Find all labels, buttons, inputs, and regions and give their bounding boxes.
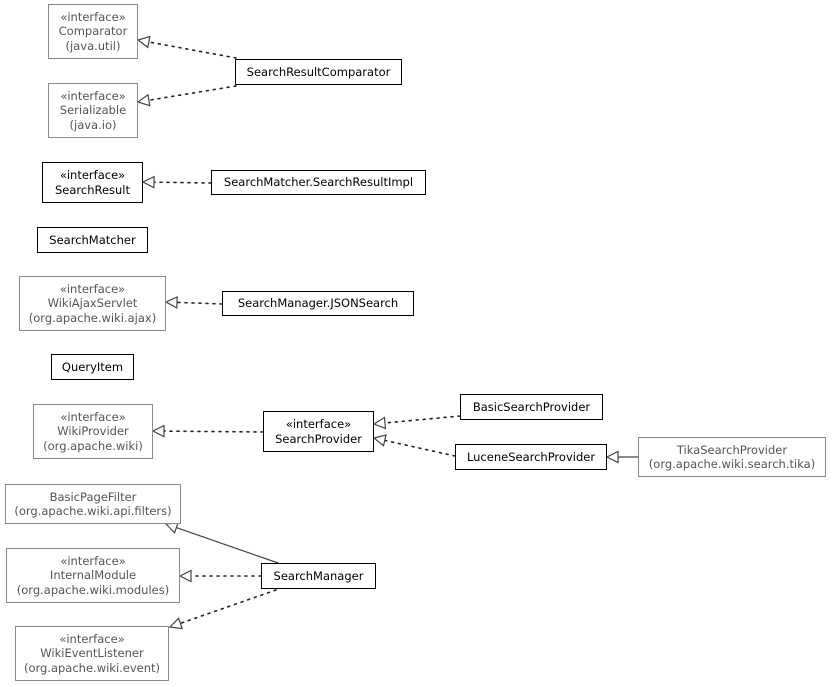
node-search-result[interactable]: «interface» SearchResult — [42, 162, 143, 203]
class-name: BasicPageFilter — [49, 489, 137, 504]
class-name: LuceneSearchProvider — [466, 449, 596, 464]
stereotype-label: «interface» — [285, 417, 352, 431]
class-name: WikiAjaxServlet — [47, 296, 138, 311]
node-lucene-search-provider[interactable]: LuceneSearchProvider — [455, 444, 607, 470]
class-name: BasicSearchProvider — [472, 399, 591, 414]
node-search-provider[interactable]: «interface» SearchProvider — [263, 411, 374, 452]
node-basic-page-filter[interactable]: BasicPageFilter (org.apache.wiki.api.fil… — [5, 484, 181, 524]
node-wiki-event-listener[interactable]: «interface» WikiEventListener (org.apach… — [15, 626, 169, 681]
class-name: Comparator — [58, 24, 128, 39]
generalization-edge — [164, 521, 279, 564]
class-name: QueryItem — [61, 359, 124, 374]
node-serializable[interactable]: «interface» Serializable (java.io) — [48, 83, 138, 138]
package-label: (org.apache.wiki.api.filters) — [14, 504, 172, 518]
hollow-arrowhead-icon — [136, 35, 151, 49]
class-name: SearchMatcher.SearchResultImpl — [223, 175, 414, 190]
edge-line — [176, 301, 223, 305]
node-basic-search-provider[interactable]: BasicSearchProvider — [460, 394, 603, 420]
stereotype-label: «interface» — [59, 168, 126, 182]
edge-line — [153, 181, 212, 184]
package-label: (org.apache.wiki) — [43, 438, 143, 453]
node-internal-module[interactable]: «interface» InternalModule (org.apache.w… — [6, 548, 180, 603]
realization-edge — [168, 589, 277, 630]
node-wiki-provider[interactable]: «interface» WikiProvider (org.apache.wik… — [33, 404, 153, 459]
class-name: WikiEventListener — [40, 646, 144, 661]
class-name: SearchResultComparator — [246, 64, 391, 79]
stereotype-label: «interface» — [60, 553, 126, 568]
class-name: SearchProvider — [275, 431, 362, 446]
node-search-result-comparator[interactable]: SearchResultComparator — [235, 59, 402, 85]
node-search-matcher[interactable]: SearchMatcher — [37, 227, 148, 253]
realization-edge — [178, 569, 262, 583]
package-label: (java.util) — [65, 38, 121, 53]
class-name: Serializable — [59, 103, 127, 118]
realization-edge — [164, 295, 223, 309]
hollow-arrowhead-icon — [136, 93, 151, 107]
stereotype-label: «interface» — [60, 88, 126, 103]
class-name: SearchResult — [54, 182, 131, 197]
realization-edge — [141, 175, 212, 189]
node-search-manager[interactable]: SearchManager — [261, 563, 376, 589]
hollow-arrowhead-icon — [372, 416, 387, 430]
edge-line — [179, 589, 277, 625]
package-label: (org.apache.wiki.modules) — [16, 582, 170, 597]
hollow-arrowhead-icon — [178, 569, 192, 583]
node-tika-search-provider[interactable]: TikaSearchProvider (org.apache.wiki.sear… — [638, 437, 826, 477]
node-json-search[interactable]: SearchManager.JSONSearch — [222, 291, 414, 316]
edge-line — [163, 430, 264, 433]
realization-edge — [151, 424, 264, 438]
node-search-result-impl[interactable]: SearchMatcher.SearchResultImpl — [211, 170, 426, 195]
package-label: (java.io) — [69, 117, 117, 132]
hollow-arrowhead-icon — [605, 450, 619, 464]
package-label: (org.apache.wiki.ajax) — [28, 310, 157, 325]
realization-edge — [136, 85, 237, 107]
class-name: SearchMatcher — [49, 232, 136, 247]
stereotype-label: «interface» — [59, 631, 125, 646]
class-name: SearchManager.JSONSearch — [237, 296, 399, 311]
edge-line — [384, 415, 461, 424]
node-query-item[interactable]: QueryItem — [51, 354, 134, 380]
realization-edge — [372, 415, 461, 430]
hollow-arrowhead-icon — [168, 617, 184, 630]
edge-line — [148, 85, 237, 102]
edge-line — [383, 439, 456, 457]
generalization-edge — [605, 450, 639, 464]
stereotype-label: «interface» — [60, 409, 126, 424]
hollow-arrowhead-icon — [141, 175, 155, 189]
class-name: InternalModule — [49, 568, 137, 583]
edge-line — [148, 41, 237, 59]
edge-line — [175, 527, 279, 564]
node-comparator[interactable]: «interface» Comparator (java.util) — [48, 4, 138, 59]
hollow-arrowhead-icon — [151, 424, 165, 438]
realization-edge — [372, 434, 456, 457]
class-name: WikiProvider — [57, 424, 129, 439]
class-name: TikaSearchProvider — [676, 442, 788, 457]
package-label: (org.apache.wiki.event) — [23, 660, 161, 675]
node-wiki-ajax-servlet[interactable]: «interface» WikiAjaxServlet (org.apache.… — [19, 276, 166, 331]
stereotype-label: «interface» — [59, 281, 126, 296]
class-name: SearchManager — [273, 568, 364, 583]
hollow-arrowhead-icon — [372, 434, 387, 447]
hollow-arrowhead-icon — [164, 295, 178, 309]
package-label: (org.apache.wiki.search.tika) — [648, 457, 816, 471]
realization-edge — [136, 35, 237, 59]
stereotype-label: «interface» — [60, 9, 126, 24]
